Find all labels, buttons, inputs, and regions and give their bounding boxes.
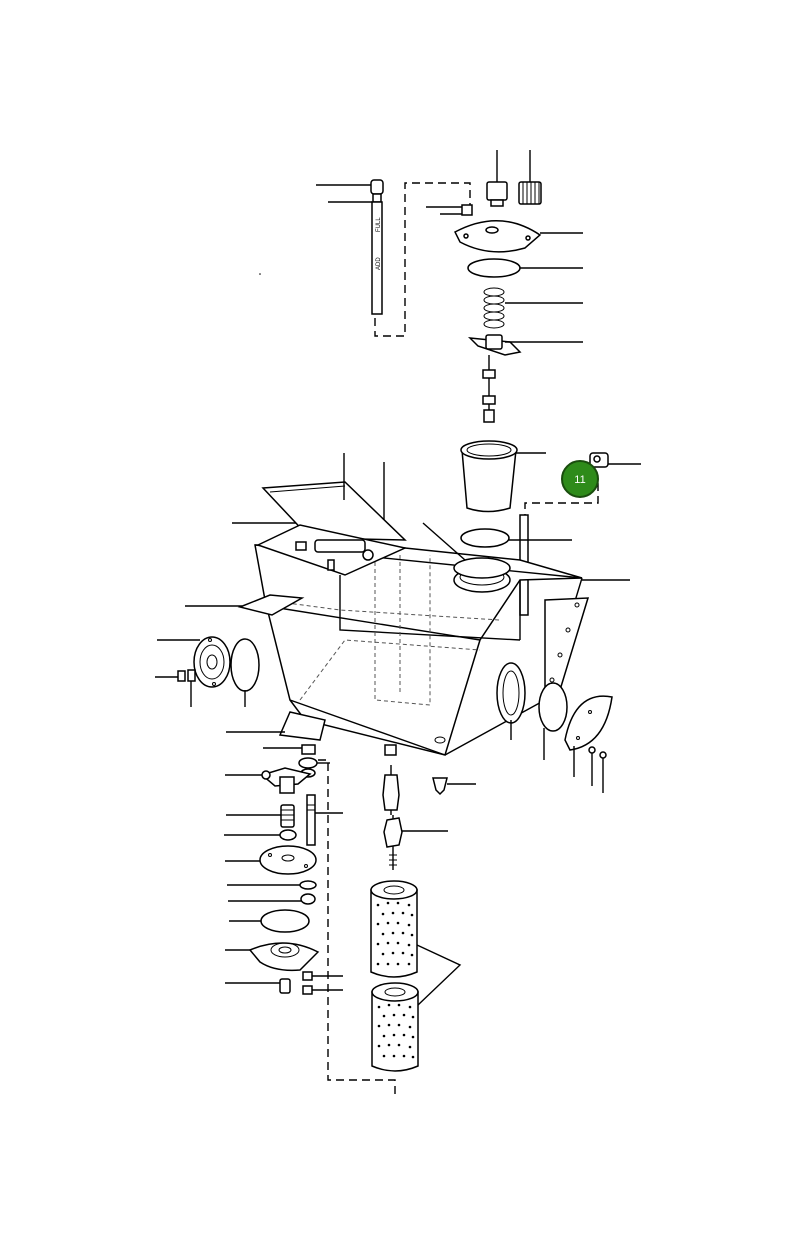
leader-filter-cartridges [416, 944, 462, 1006]
knurled-cap[interactable] [518, 181, 542, 205]
filter-rod-lower[interactable] [383, 815, 403, 870]
leader-fill-neck [422, 522, 466, 561]
small-screw[interactable] [461, 204, 473, 216]
relief-oring[interactable] [279, 829, 297, 841]
filler-cap[interactable] [486, 181, 508, 207]
strainer-cup[interactable] [460, 440, 518, 513]
spring[interactable] [483, 287, 505, 329]
drain-plug[interactable] [432, 777, 448, 796]
right-port-gasket[interactable] [538, 682, 568, 732]
filter-group-bracket [318, 759, 396, 1095]
dipstick-add-mark: ADD [376, 257, 382, 270]
right-port-ring[interactable] [496, 662, 526, 724]
filter-rod-nut[interactable] [384, 744, 397, 756]
bottom-nuts[interactable] [302, 971, 313, 995]
breather-fitting[interactable] [589, 452, 609, 468]
relief-spring[interactable] [280, 804, 295, 828]
callout-11-bracket [524, 483, 599, 515]
relief-valve-body[interactable] [260, 767, 312, 794]
dipstick-bracket [374, 182, 471, 337]
baffle-plate[interactable] [237, 594, 305, 616]
callout-number: 11 [574, 474, 585, 486]
filter-cartridge-lower[interactable] [371, 982, 419, 1072]
flange-gasket[interactable] [260, 909, 310, 933]
right-port-cover[interactable] [564, 695, 613, 751]
speck [259, 273, 261, 275]
valve-nut[interactable] [301, 744, 316, 755]
side-port-gasket[interactable] [230, 638, 260, 692]
jam-nut[interactable] [300, 893, 316, 905]
dipstick[interactable]: FULL ADD [370, 179, 384, 315]
side-port-cover[interactable] [193, 636, 231, 688]
bottom-flange[interactable] [248, 942, 320, 972]
valve-stem-assembly[interactable] [467, 334, 522, 423]
base-flange[interactable] [259, 845, 317, 875]
dipstick-full-mark: FULL [376, 217, 382, 232]
callout-badge-11[interactable]: 11 [561, 460, 599, 498]
side-port-bolt[interactable] [177, 669, 196, 682]
filter-rod-upper[interactable] [382, 765, 400, 815]
strainer-gasket[interactable] [460, 528, 510, 548]
top-deck-components[interactable] [256, 524, 408, 576]
cover-plate[interactable] [454, 220, 542, 253]
tank-body[interactable] [254, 544, 590, 756]
cover-gasket[interactable] [467, 258, 521, 278]
lock-nut[interactable] [299, 880, 317, 890]
relief-bolt[interactable] [306, 794, 316, 846]
filter-cartridge-upper[interactable] [370, 880, 418, 978]
bottom-plug[interactable] [279, 978, 291, 994]
